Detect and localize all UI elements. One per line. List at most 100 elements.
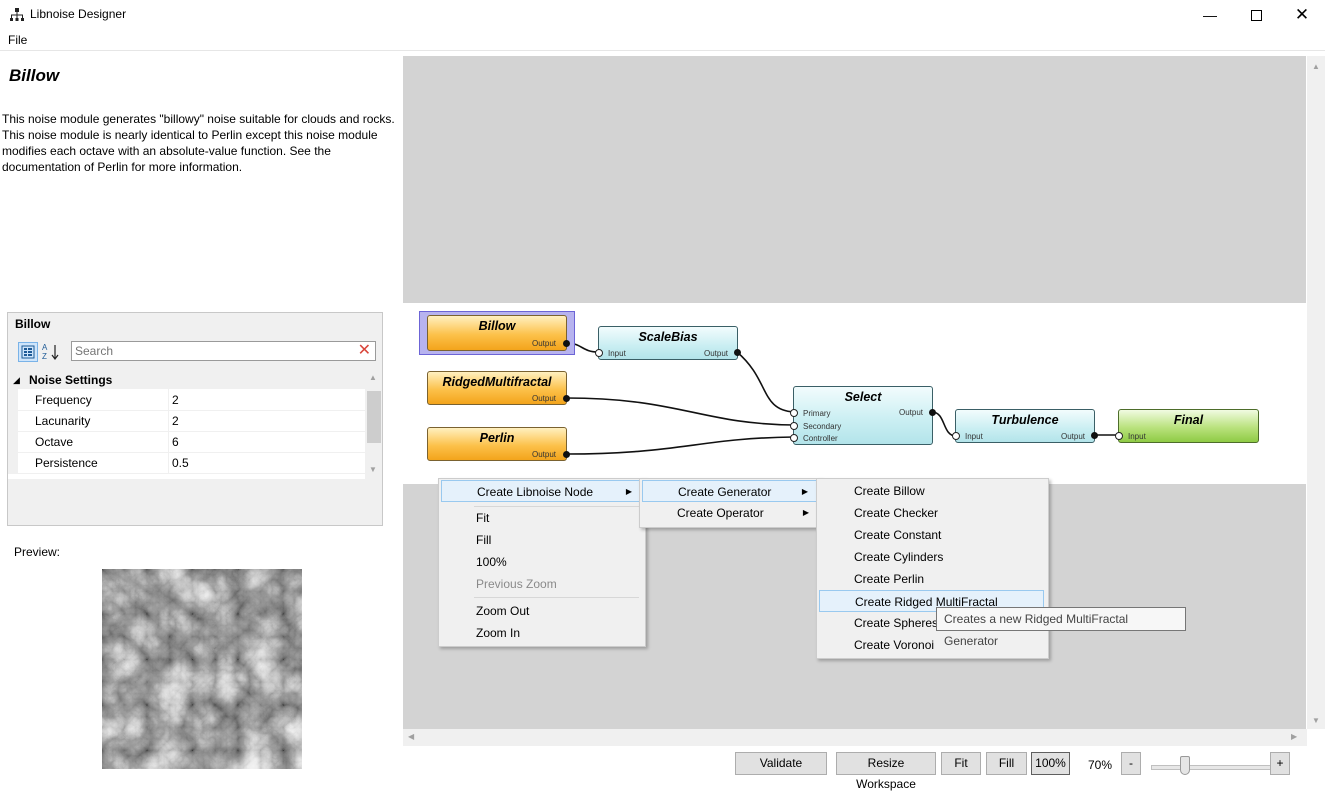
scroll-up-icon[interactable]: ▲	[369, 373, 377, 382]
zoom-slider-thumb[interactable]	[1179, 756, 1190, 775]
zoom-slider-track[interactable]	[1151, 765, 1277, 770]
workspace-vertical-scrollbar[interactable]: ▲ ▼	[1307, 56, 1325, 729]
menu-item-label: Zoom Out	[476, 604, 530, 618]
input-port[interactable]	[790, 409, 798, 417]
property-value[interactable]: 6	[172, 435, 179, 449]
node-billow[interactable]: Billow Output	[427, 315, 570, 351]
input-port[interactable]	[952, 432, 960, 440]
categorized-icon	[21, 345, 35, 359]
output-port[interactable]	[563, 451, 570, 458]
scroll-down-icon[interactable]: ▼	[1312, 716, 1320, 725]
validate-button[interactable]: Validate	[735, 752, 827, 775]
property-row[interactable]: Persistence 0.5	[8, 452, 371, 474]
menu-zoom-out[interactable]: Zoom Out	[441, 600, 641, 622]
menu-create-operator[interactable]: Create Operator ▶	[642, 502, 817, 524]
output-port[interactable]	[1091, 432, 1098, 439]
menu-item-label: Create Voronoi	[854, 638, 935, 652]
menu-create-libnoise-node[interactable]: Create Libnoise Node ▶	[441, 480, 641, 502]
menu-create-perlin[interactable]: Create Perlin	[819, 568, 1044, 590]
port-label: Output	[1060, 432, 1085, 441]
property-value[interactable]: 2	[172, 414, 179, 428]
zoom-out-button[interactable]: -	[1121, 752, 1141, 775]
collapse-triangle-icon[interactable]: ◢	[13, 375, 20, 385]
scroll-left-icon[interactable]: ◀	[408, 732, 415, 741]
port-label: Primary	[803, 409, 831, 418]
generator-submenu: Create Billow Create Checker Create Cons…	[816, 478, 1049, 659]
property-scroll-thumb[interactable]	[367, 391, 381, 443]
menu-fit[interactable]: Fit	[441, 507, 641, 529]
sort-az-icon: A Z	[42, 343, 59, 361]
property-row[interactable]: Frequency 2	[8, 389, 371, 411]
input-port[interactable]	[790, 434, 798, 442]
node-scalebias[interactable]: ScaleBias Input Output	[595, 326, 741, 360]
minimize-button[interactable]: —	[1187, 0, 1233, 30]
connection-ridged-select	[565, 397, 795, 426]
connection-perlin-select	[565, 436, 795, 455]
property-value[interactable]: 2	[172, 393, 179, 407]
node-title: Perlin	[479, 431, 515, 445]
connection-scalebias-select	[736, 351, 795, 413]
maximize-button[interactable]	[1233, 0, 1279, 30]
menu-100-percent[interactable]: 100%	[441, 551, 641, 573]
clear-search-icon[interactable]: ✕	[357, 342, 371, 359]
property-value[interactable]: 0.5	[172, 456, 189, 470]
categorized-view-button[interactable]	[18, 342, 38, 362]
menu-item-label: Create Checker	[854, 506, 939, 520]
tooltip: Creates a new Ridged MultiFractal Genera…	[936, 607, 1186, 648]
scroll-up-icon[interactable]: ▲	[1312, 62, 1320, 71]
port-label: Output	[898, 408, 923, 417]
workspace-horizontal-scrollbar[interactable]: ◀ ▶	[403, 729, 1307, 746]
output-port[interactable]	[563, 340, 570, 347]
resize-workspace-button[interactable]: Resize Workspace	[836, 752, 936, 791]
node-ridgedmultifractal[interactable]: RidgedMultifractal Output	[427, 371, 570, 405]
alphabetical-sort-button[interactable]: A Z	[41, 342, 61, 362]
port-label: Output	[531, 450, 556, 459]
output-port[interactable]	[734, 349, 741, 356]
zoom-level: 70%	[1088, 758, 1113, 772]
port-label: Output	[703, 349, 728, 358]
fill-button[interactable]: Fill	[986, 752, 1027, 775]
hundred-percent-button[interactable]: 100%	[1031, 752, 1070, 775]
menu-create-spheres[interactable]: Create Spheres	[819, 612, 1044, 634]
search-input[interactable]	[75, 343, 345, 359]
input-port[interactable]	[1115, 432, 1123, 440]
input-port[interactable]	[790, 422, 798, 430]
property-search: ✕	[71, 341, 376, 361]
menu-create-ridged-multifractal[interactable]: Create Ridged MultiFractal	[819, 590, 1044, 612]
property-name: Lacunarity	[35, 414, 91, 428]
menu-item-label: Create Ridged MultiFractal	[855, 595, 998, 609]
node-select[interactable]: Select Primary Secondary Controller Outp…	[790, 386, 936, 445]
app-tree-icon	[10, 8, 24, 21]
zoom-in-button[interactable]: +	[1270, 752, 1290, 775]
node-final[interactable]: Final Input	[1115, 409, 1259, 443]
menu-create-constant[interactable]: Create Constant	[819, 524, 1044, 546]
category-noise-settings[interactable]: ◢ Noise Settings	[8, 371, 371, 389]
menu-create-voronoi[interactable]: Create Voronoi	[819, 634, 1044, 656]
menu-create-checker[interactable]: Create Checker	[819, 502, 1044, 524]
port-label: Output	[531, 339, 556, 348]
node-perlin[interactable]: Perlin Output	[427, 427, 570, 461]
property-row[interactable]: Lacunarity 2	[8, 410, 371, 432]
menu-zoom-in[interactable]: Zoom In	[441, 622, 641, 644]
close-button[interactable]: ✕	[1279, 0, 1325, 30]
property-row[interactable]: Octave 6	[8, 431, 371, 453]
output-port[interactable]	[929, 409, 936, 416]
menu-create-cylinders[interactable]: Create Cylinders	[819, 546, 1044, 568]
menu-create-generator[interactable]: Create Generator ▶	[642, 480, 817, 502]
scroll-down-icon[interactable]: ▼	[369, 465, 377, 474]
property-name: Octave	[35, 435, 74, 449]
menu-file[interactable]: File	[8, 33, 28, 47]
property-list: ◢ Noise Settings Frequency 2 Lacunarity …	[8, 371, 371, 479]
scroll-right-icon[interactable]: ▶	[1291, 732, 1298, 741]
menu-create-billow[interactable]: Create Billow	[819, 480, 1044, 502]
node-turbulence[interactable]: Turbulence Input Output	[952, 409, 1098, 443]
input-port[interactable]	[595, 349, 603, 357]
minimize-icon: —	[1203, 7, 1217, 23]
menu-item-label: Create Billow	[854, 484, 925, 498]
port-label: Output	[531, 394, 556, 403]
output-port[interactable]	[563, 395, 570, 402]
fit-button[interactable]: Fit	[941, 752, 981, 775]
menu-fill[interactable]: Fill	[441, 529, 641, 551]
maximize-icon	[1250, 9, 1262, 21]
